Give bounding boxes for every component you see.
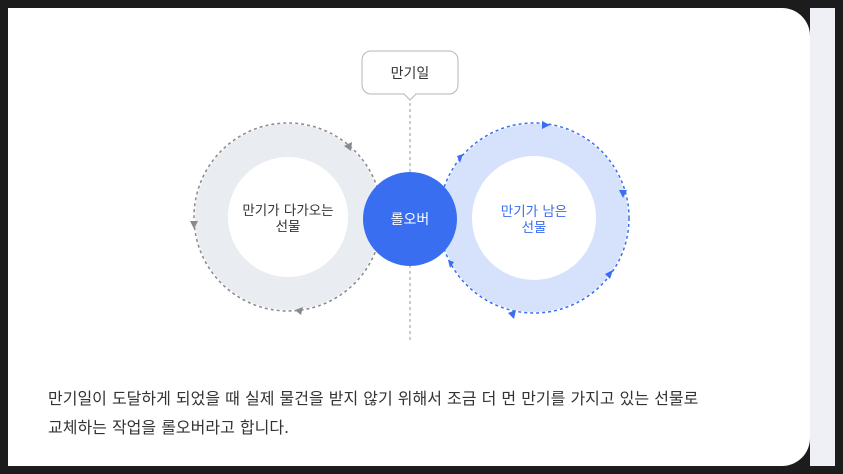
rollover-diagram: 만기일 만기가 다가오는 선물 만기가 남은 선물 [190, 50, 630, 343]
description-line1: 만기일이 도달하게 되었을 때 실제 물건을 받지 않기 위해서 조금 더 먼 … [48, 389, 699, 408]
description-paragraph: 만기일이 도달하게 되었을 때 실제 물건을 받지 않기 위해서 조금 더 먼 … [48, 384, 788, 442]
arrow-head-icon [190, 221, 198, 229]
content-card: 만기일 만기가 다가오는 선물 만기가 남은 선물 [8, 8, 810, 466]
rollover-node: 롤오버 [363, 172, 457, 266]
maturity-callout: 만기일 [361, 50, 459, 101]
arrow-head-icon [295, 307, 303, 315]
arrow-head-icon [508, 310, 516, 319]
arrow-head-icon [457, 154, 463, 163]
scrollbar-track [810, 8, 835, 466]
right-dashed-orbit [438, 122, 630, 314]
arrow-head-icon [619, 190, 627, 198]
right-circle-label-line1: 만기가 남은 [501, 204, 567, 220]
description-line2: 교체하는 작업을 롤오버라고 합니다. [48, 418, 290, 437]
right-circle-label-line2: 선물 [522, 220, 547, 236]
rollover-label: 롤오버 [391, 212, 430, 228]
expiring-futures-ring: 만기가 다가오는 선물 [190, 122, 383, 315]
callout-label: 만기일 [391, 66, 430, 82]
arrow-head-icon [542, 121, 550, 129]
left-circle-label-line1: 만기가 다가오는 [242, 203, 333, 219]
arrow-head-icon [448, 260, 454, 268]
left-circle-label-line2: 선물 [276, 219, 301, 235]
arrow-head-icon [605, 270, 613, 279]
remaining-futures-ring: 만기가 남은 선물 [438, 121, 630, 319]
arrow-head-icon [344, 142, 352, 151]
